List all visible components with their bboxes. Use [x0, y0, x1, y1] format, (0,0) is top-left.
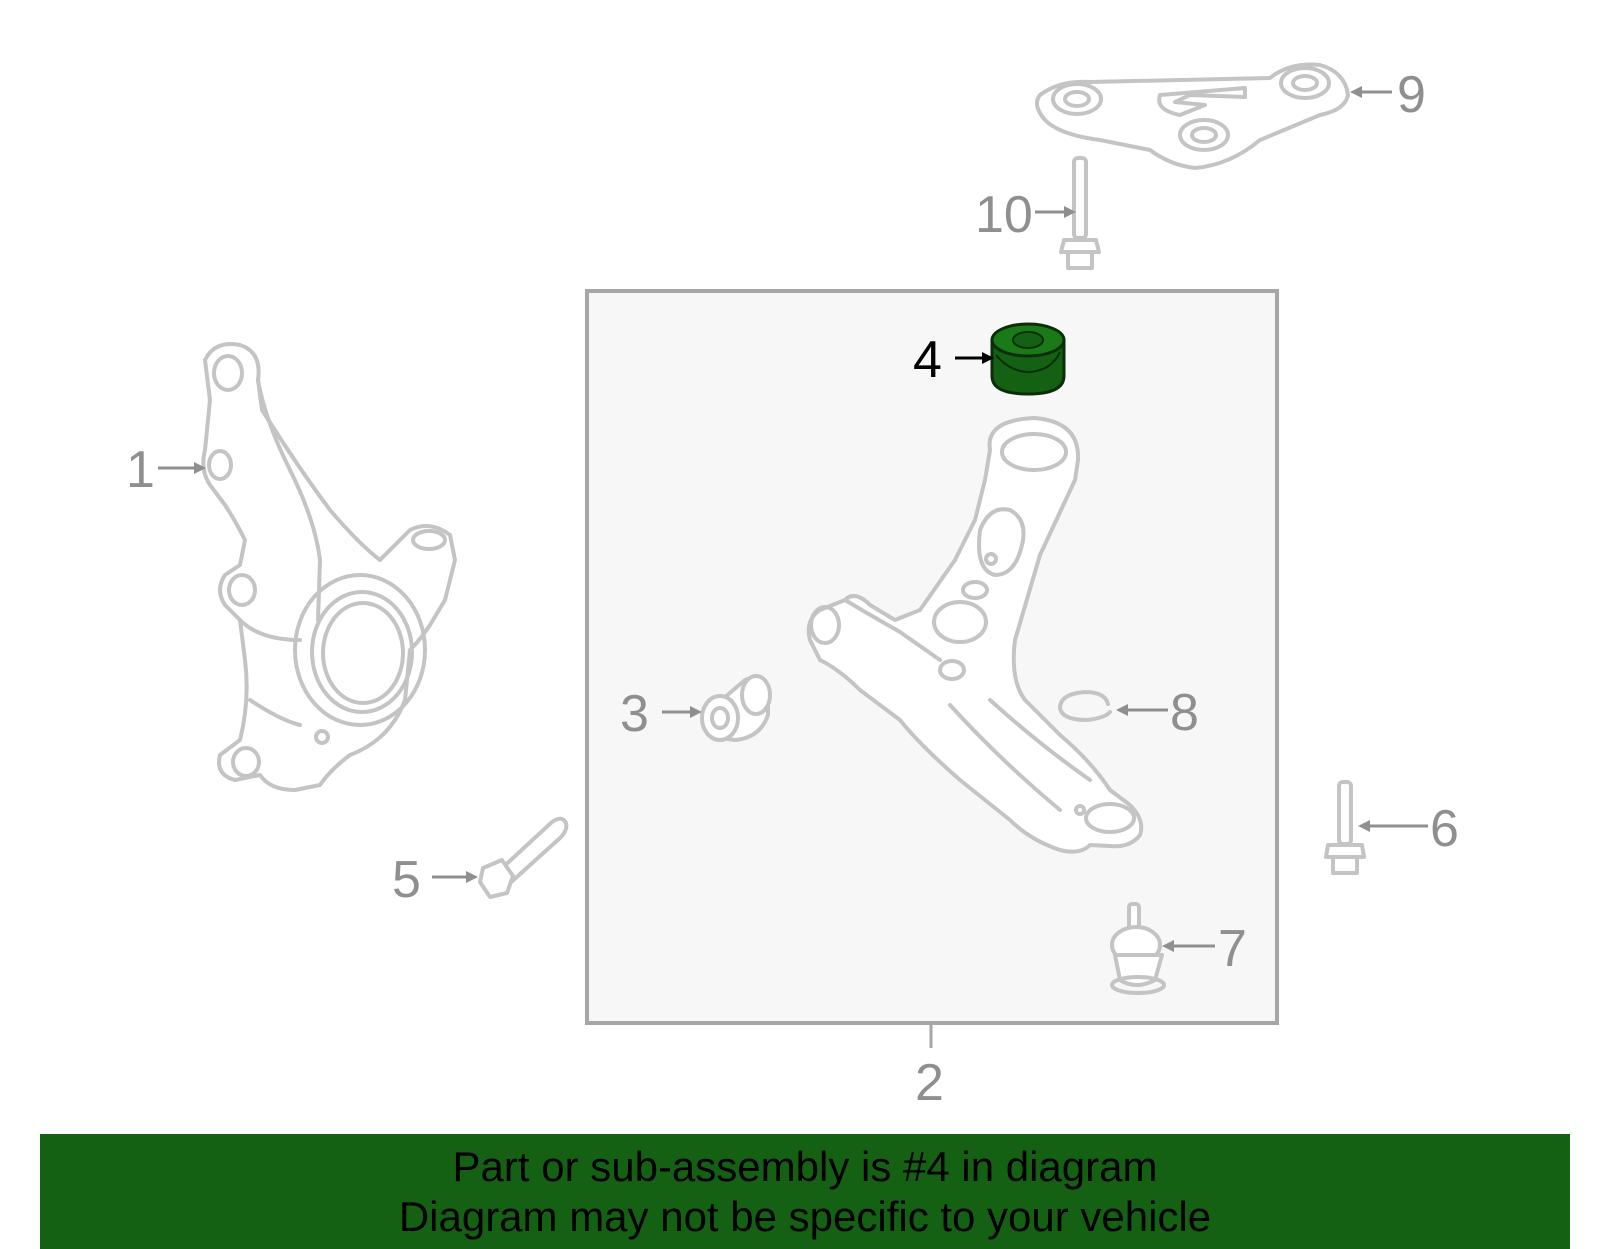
- bushing-part-3[interactable]: [700, 674, 772, 742]
- callout-1: 1: [126, 441, 155, 499]
- callout-labels: 1 2 3 4 5 6 7 8 9 10: [126, 66, 1459, 1112]
- banner-disclaimer: Diagram may not be specific to your vehi…: [398, 1192, 1212, 1240]
- callout-9: 9: [1397, 66, 1426, 124]
- control-arm-part-2[interactable]: [806, 416, 1144, 854]
- bushing-part-4[interactable]: [990, 322, 1066, 396]
- callout-10: 10: [975, 186, 1033, 244]
- callout-2: 2: [915, 1054, 944, 1112]
- callout-7: 7: [1218, 920, 1247, 978]
- callout-8: 8: [1170, 684, 1199, 742]
- clip-part-8[interactable]: [1058, 690, 1112, 722]
- bracket-part-9[interactable]: [1034, 62, 1350, 170]
- ball-joint-part-7[interactable]: [1110, 902, 1166, 995]
- info-banner: Part or sub-assembly is #4 in diagram Di…: [40, 1134, 1570, 1249]
- leader-arrows: [158, 86, 1428, 952]
- steering-knuckle-part-1[interactable]: [201, 342, 457, 792]
- callout-4: 4: [913, 331, 942, 389]
- bolt-part-6[interactable]: [1324, 780, 1366, 875]
- callout-6: 6: [1430, 800, 1459, 858]
- bolt-part-10[interactable]: [1059, 156, 1101, 270]
- callout-3: 3: [620, 685, 649, 743]
- bolt-part-5[interactable]: [478, 816, 569, 899]
- callout-5: 5: [392, 851, 421, 909]
- banner-part-note: Part or sub-assembly is #4 in diagram: [452, 1142, 1158, 1190]
